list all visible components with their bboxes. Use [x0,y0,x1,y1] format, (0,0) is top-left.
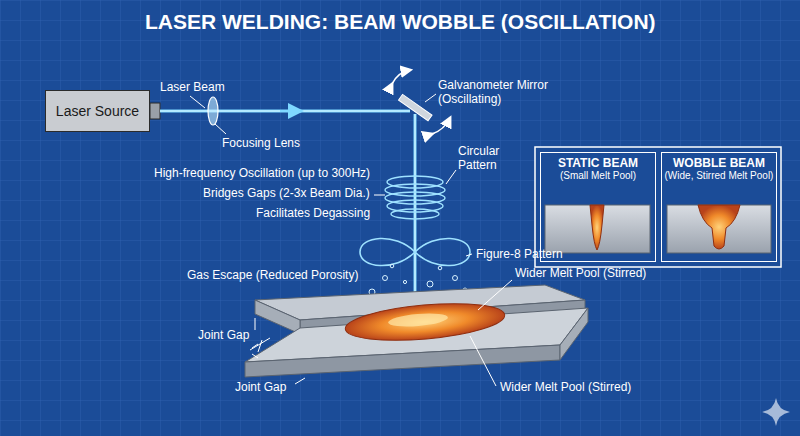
comparison-panel: STATIC BEAM(Small Melt Pool) [540,152,656,262]
callout-label: Facilitates Degassing [256,206,370,220]
node-subtitle: (Wide, Stirred Melt Pool) [664,170,774,182]
callout-label: Gas Escape (Reduced Porosity) [187,268,358,282]
node-heading: WOBBLE BEAM [664,156,774,170]
callout-label: Galvanometer Mirror (Oscillating) [438,78,568,107]
callout-label: Bridges Gaps (2-3x Beam Dia.) [203,186,370,200]
callout-label: Wider Melt Pool (Stirred) [515,266,646,280]
callout-label: Joint Gap [235,380,286,394]
node-heading: STATIC BEAM [543,156,653,170]
callout-label: Circular Pattern [458,144,518,173]
callout-label: Figure-8 Pattern [476,247,563,261]
node-heading: Laser Source [56,103,139,119]
comparison-panel: WOBBLE BEAM(Wide, Stirred Melt Pool) [661,152,777,262]
callout-label: Laser Beam [160,80,225,94]
callout-label: Wider Melt Pool (Stirred) [500,380,631,394]
node-subtitle: (Small Melt Pool) [543,170,653,182]
diagram-title: LASER WELDING: BEAM WOBBLE (OSCILLATION) [145,9,656,34]
callout-label: Joint Gap [198,328,249,342]
source-box: Laser Source [45,90,150,132]
callout-label: Focusing Lens [222,136,300,150]
callout-label: High-frequency Oscillation (up to 300Hz) [154,166,370,180]
